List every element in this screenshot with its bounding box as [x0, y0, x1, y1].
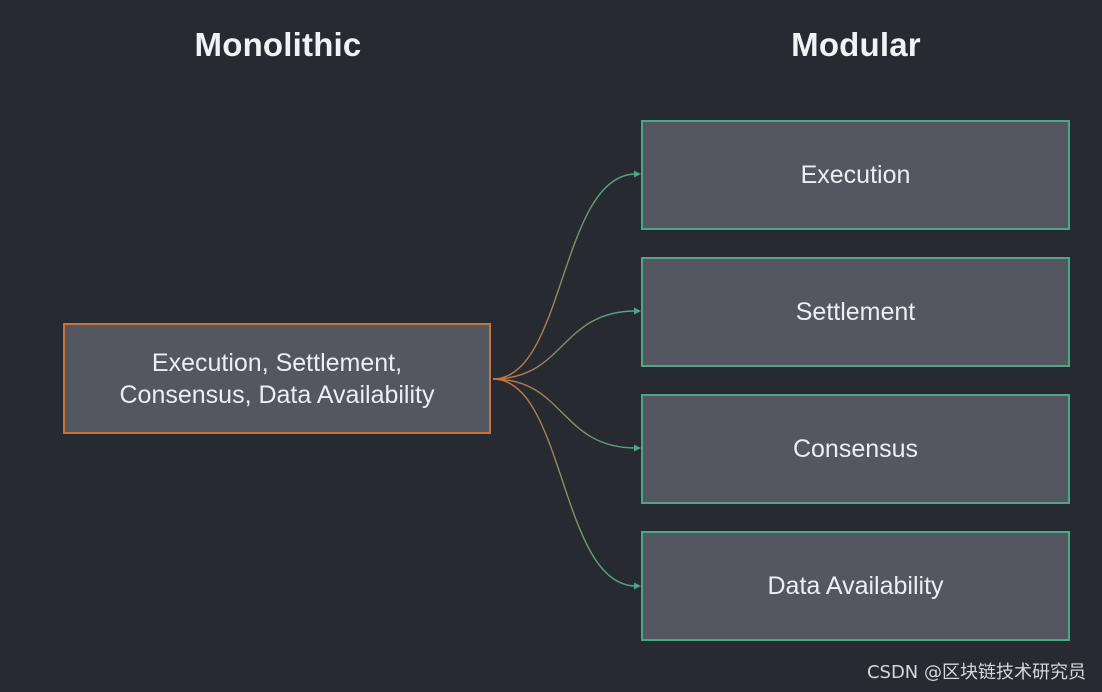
data-availability-box: Data Availability [641, 531, 1070, 641]
arrow-to-settlement [492, 310, 637, 380]
monolithic-box: Execution, Settlement, Consensus, Data A… [63, 323, 491, 434]
arrow-to-data-availability [492, 378, 637, 587]
execution-label: Execution [800, 160, 911, 189]
arrow-to-consensus [492, 378, 637, 449]
arrowhead-settlement [634, 307, 641, 315]
arrow-to-execution [492, 173, 637, 380]
settlement-label: Settlement [795, 297, 916, 326]
monolithic-box-label: Execution, Settlement, Consensus, Data A… [120, 347, 435, 411]
arrowhead-data-availability [634, 582, 641, 590]
arrowhead-execution [634, 170, 641, 178]
monolithic-heading: Monolithic [194, 26, 362, 63]
monolithic-box-line-1: Execution, Settlement, [151, 348, 403, 377]
modular-heading: Modular [791, 26, 921, 63]
execution-box: Execution [641, 120, 1070, 230]
settlement-box: Settlement [641, 257, 1070, 367]
consensus-label: Consensus [792, 434, 919, 463]
monolithic-box-line-2: Consensus, Data Availability [119, 380, 435, 409]
consensus-box: Consensus [641, 394, 1070, 504]
watermark: CSDN @区块链技术研究员 [866, 662, 1086, 683]
data-availability-label: Data Availability [767, 571, 944, 600]
arrowhead-consensus [634, 444, 641, 452]
